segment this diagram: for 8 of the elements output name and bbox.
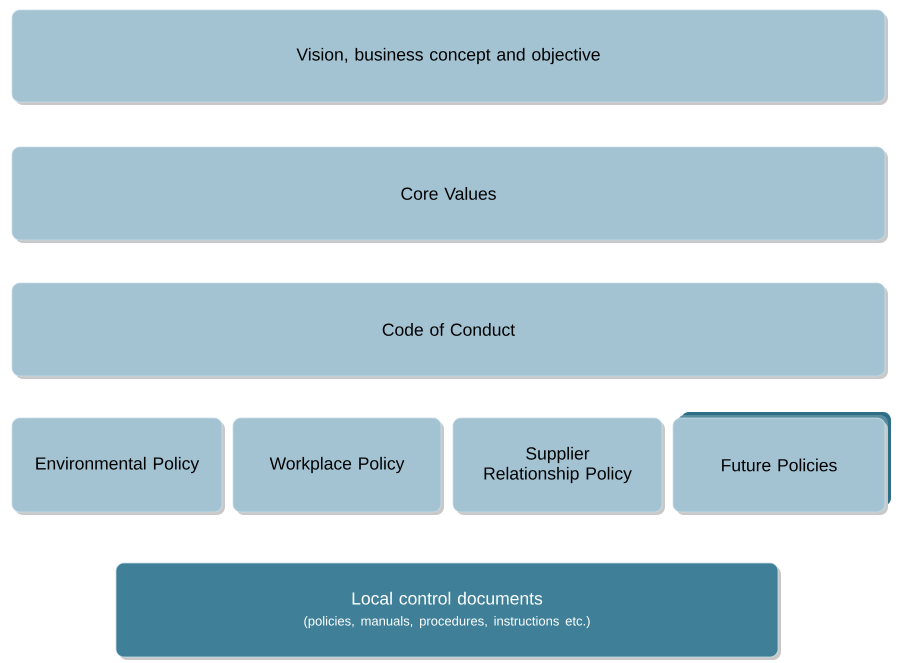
policy-box: Supplier Relationship Policy [452, 418, 665, 515]
tier-band: Core Values [12, 146, 888, 243]
policy-box: Environmental Policy [12, 418, 225, 515]
policy-box: Workplace Policy [232, 418, 444, 515]
tier-band: Code of Conduct [12, 282, 888, 379]
tier-band: Vision, business concept and objective [12, 10, 888, 105]
stacked-policy-box: Future Policies [672, 412, 891, 515]
documents-box: Local control documents (policies, manuals, procedures, instructions etc.) [116, 562, 781, 660]
